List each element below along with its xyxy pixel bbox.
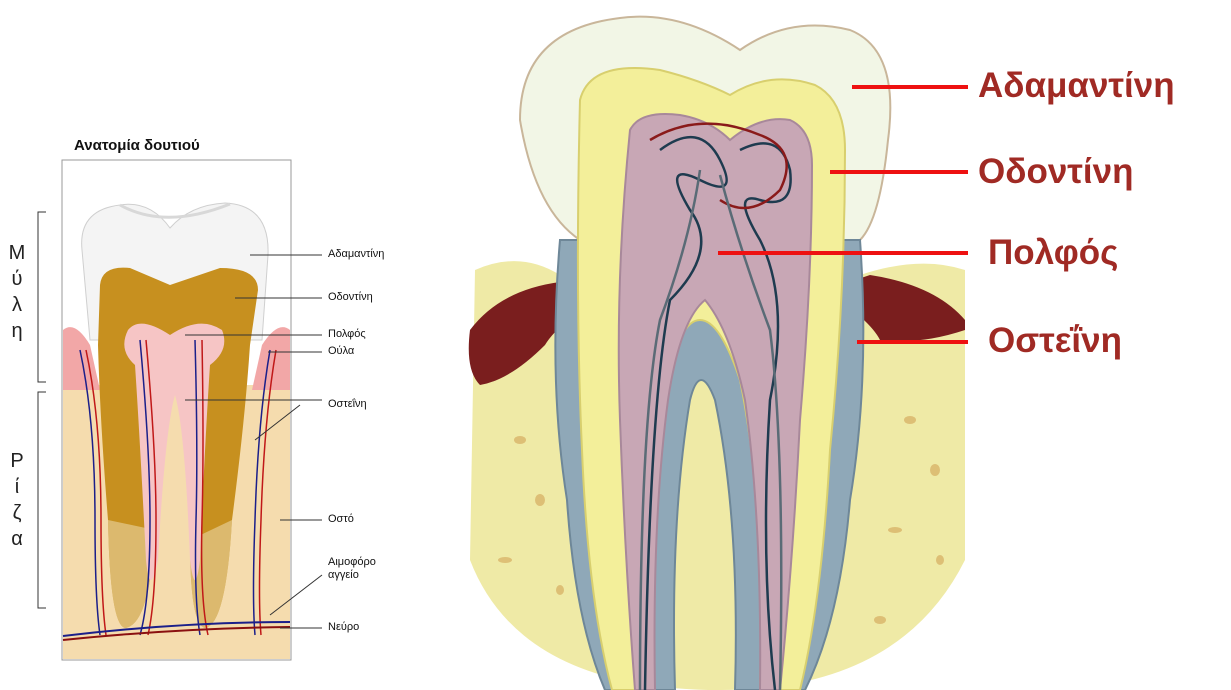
label-cementum: Οστεΐνη <box>988 321 1122 361</box>
label-enamel: Αδαμαντίνη <box>978 66 1175 106</box>
label-pulp: Πολφός <box>988 233 1118 273</box>
label-dentin: Οδοντίνη <box>978 152 1133 192</box>
